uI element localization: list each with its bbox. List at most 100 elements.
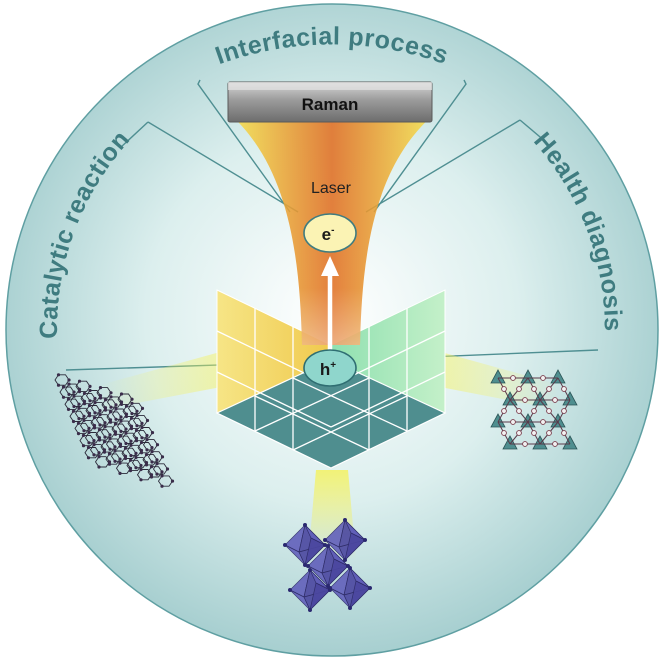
graphene-atom <box>87 430 91 435</box>
svg-text:e-: e- <box>322 225 335 244</box>
graphene-atom <box>140 421 144 425</box>
graphene-atom <box>61 395 66 399</box>
framework-node <box>520 413 536 428</box>
graphene-atom <box>97 436 102 440</box>
framework-atom <box>510 375 516 381</box>
framework-atom <box>501 408 507 414</box>
graphene-atom <box>129 416 134 420</box>
graphene-ring <box>111 408 128 420</box>
graphene-atom <box>145 418 150 423</box>
graphene-atom <box>123 454 128 458</box>
graphene-ring <box>122 405 138 417</box>
graphene-atom <box>107 460 112 464</box>
graphene-atom <box>88 384 92 388</box>
laser-label: Laser <box>311 180 352 197</box>
graphene-atom <box>87 411 92 415</box>
framework-atom <box>531 430 537 436</box>
graphene-atom <box>82 402 87 406</box>
graphene-atom <box>113 459 117 463</box>
graphene-atom <box>77 387 82 391</box>
perovskite-atom <box>368 586 372 590</box>
bracket-lines <box>65 79 599 371</box>
graphene-atom <box>139 451 144 455</box>
graphene-atom <box>130 397 134 401</box>
graphene-ring <box>106 396 123 408</box>
graphene-atom <box>66 397 71 401</box>
graphene-atom <box>139 440 144 445</box>
graphene-ring <box>121 432 138 444</box>
graphene-ring <box>80 392 96 405</box>
graphene-atom <box>134 466 138 470</box>
framework-atom <box>501 386 507 392</box>
graphene-atom <box>107 462 112 466</box>
graphene-ring <box>59 386 75 398</box>
graphene-atom <box>97 451 101 455</box>
graphene-atom <box>92 416 97 420</box>
graphene-ring <box>105 438 122 450</box>
graphene-atom <box>103 408 108 412</box>
framework-atom <box>531 386 537 392</box>
graphene-atom <box>88 388 92 393</box>
perovskite-atom <box>326 544 330 548</box>
graphene-atom <box>98 394 103 398</box>
graphene-ring <box>94 456 111 468</box>
graphene-atom <box>119 419 123 423</box>
framework-atom <box>516 408 522 414</box>
graphene-atom <box>145 438 149 442</box>
graphene-ring <box>75 380 91 393</box>
graphene-atom <box>170 479 175 483</box>
graphene-atom <box>149 473 154 477</box>
electron-label: e <box>322 225 331 244</box>
graphene-ring <box>95 414 112 426</box>
graphene-ring <box>84 447 100 459</box>
hole-marker: h+ <box>303 349 357 387</box>
perovskite-atom <box>323 538 327 542</box>
perovskite-atom <box>346 564 350 568</box>
graphene-ring <box>117 393 133 405</box>
left-bracket-top <box>119 121 149 149</box>
framework-atom <box>552 397 558 403</box>
graphene-atom <box>155 458 159 462</box>
graphene-atom <box>81 433 86 437</box>
framework-node <box>550 413 566 428</box>
graphene-ring <box>110 450 127 462</box>
graphene-ring <box>136 469 153 481</box>
graphene-atom <box>140 436 144 440</box>
graphene-atom <box>139 467 143 472</box>
graphene-atom <box>134 451 138 455</box>
graphene-atom <box>145 433 149 438</box>
framework-atom <box>552 441 558 447</box>
graphene-atom <box>128 469 133 473</box>
graphene-atom <box>160 484 164 488</box>
right-bracket-line <box>365 119 521 213</box>
graphene-atom <box>130 401 134 405</box>
graphene-atom <box>82 429 86 433</box>
graphene-atom <box>150 431 155 435</box>
framework-atom <box>561 430 567 436</box>
graphene-ring <box>127 402 144 415</box>
graphene-ring <box>85 405 101 417</box>
graphene-atom <box>113 422 118 426</box>
graphene-ring <box>127 417 143 430</box>
graphene-ring <box>74 407 91 420</box>
graphene-ring <box>126 444 143 457</box>
graphene-atom <box>86 445 91 450</box>
graphene-ring <box>132 429 148 442</box>
graphene-atom <box>88 399 92 403</box>
framework-atom <box>546 430 552 436</box>
graphene-atom <box>93 396 97 401</box>
graphene-atom <box>145 448 149 452</box>
graphene-atom <box>77 406 81 410</box>
framework-atom <box>516 386 522 392</box>
graphene-atom <box>129 443 133 447</box>
graphene-atom <box>155 462 159 466</box>
framework-node <box>532 435 548 450</box>
graphene-atom <box>98 423 102 427</box>
graphene-atom <box>98 396 103 400</box>
graphene-atom <box>119 402 124 406</box>
graphene-atom <box>72 394 76 398</box>
svg-text:h+: h+ <box>320 360 336 379</box>
graphene-atom <box>130 412 134 416</box>
